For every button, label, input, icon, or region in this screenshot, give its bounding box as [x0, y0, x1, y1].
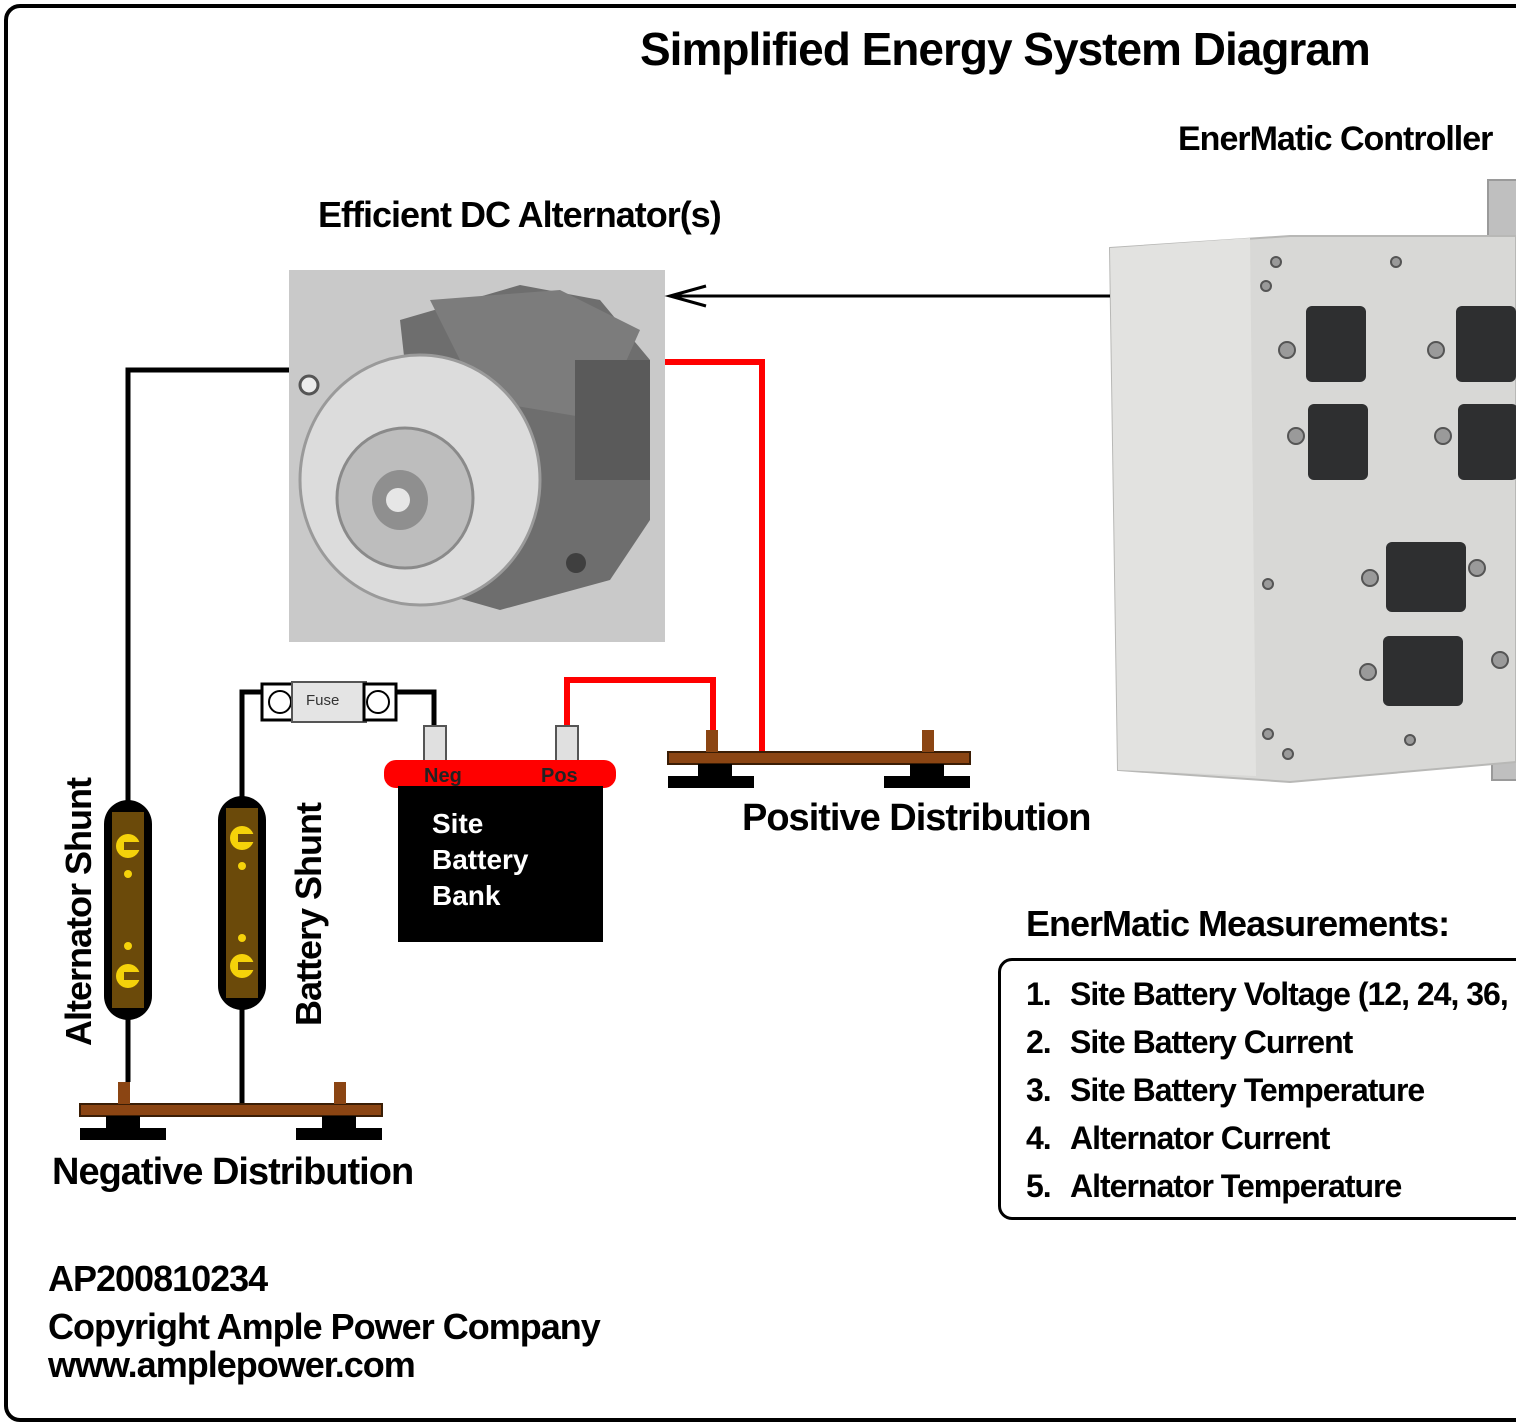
- battery-shunt-label: Battery Shunt: [288, 802, 329, 1026]
- alternator-image: [289, 270, 665, 642]
- measurement-number: 1.: [1026, 976, 1052, 1012]
- battery-pos-terminal-label: Pos: [541, 765, 578, 787]
- battery-shunt-to-fuse-wire: [239, 689, 266, 810]
- measurement-item: 3. Site Battery Temperature: [1026, 1066, 1508, 1114]
- negative-bus-bar: [79, 1082, 383, 1140]
- alternator-shunt-label: Alternator Shunt: [58, 778, 99, 1046]
- positive-distribution-label: Positive Distribution: [742, 797, 1091, 839]
- measurement-text: Alternator Current: [1070, 1120, 1330, 1156]
- measurement-item: 5. Alternator Temperature: [1026, 1162, 1508, 1210]
- measurement-number: 2.: [1026, 1024, 1052, 1060]
- measurement-text: Alternator Temperature: [1070, 1168, 1402, 1204]
- battery-bank: [384, 725, 616, 942]
- measurement-text: Site Battery Voltage (12, 24, 36,: [1070, 976, 1509, 1012]
- measurements-title: EnerMatic Measurements:: [1026, 903, 1450, 944]
- positive-bus-bar: [667, 730, 971, 788]
- battery-neg-terminal-label: Neg: [424, 765, 462, 787]
- fuse-to-battery-neg-wire: [394, 689, 437, 726]
- battery-shunt: [218, 796, 266, 1010]
- controller-image: [1108, 179, 1516, 784]
- alternator-label: Efficient DC Alternator(s): [318, 194, 722, 235]
- measurement-text: Site Battery Current: [1070, 1024, 1353, 1060]
- measurement-text: Site Battery Temperature: [1070, 1072, 1425, 1108]
- measurement-number: 5.: [1026, 1168, 1052, 1204]
- measurement-number: 3.: [1026, 1072, 1052, 1108]
- battery-label-line2: Battery: [432, 844, 529, 875]
- controller-label: EnerMatic Controller: [1178, 120, 1493, 158]
- battery-positive-wire: [564, 677, 716, 730]
- copyright-notice: Copyright Ample Power Company: [48, 1306, 601, 1347]
- control-signal-arrowhead: [664, 284, 707, 308]
- document-code: AP200810234: [48, 1258, 268, 1299]
- measurement-number: 4.: [1026, 1120, 1052, 1156]
- measurements-list: 1. Site Battery Voltage (12, 24, 36, 2. Si…: [1026, 970, 1509, 1210]
- alternator-negative-wire: [125, 367, 289, 810]
- fuse-label: Fuse: [306, 692, 340, 709]
- battery-label-line1: Site: [432, 808, 484, 839]
- battery-label-line3: Bank: [432, 880, 501, 911]
- measurement-item: 1. Site Battery Voltage (12, 24, 36,: [1026, 970, 1509, 1018]
- battery-bank-label: Site Battery Bank: [432, 806, 582, 914]
- measurement-item: 2. Site Battery Current: [1026, 1018, 1508, 1066]
- alternator-shunt: [104, 800, 152, 1020]
- measurement-item: 4. Alternator Current: [1026, 1114, 1508, 1162]
- website-url: www.amplepower.com: [48, 1344, 416, 1385]
- alternator-positive-wire: [665, 359, 765, 756]
- diagram-title: Simplified Energy System Diagram: [640, 23, 1371, 75]
- outer-frame: [4, 4, 1516, 1422]
- measurements-box: [998, 958, 1516, 1220]
- fuse: [260, 681, 398, 723]
- negative-distribution-label: Negative Distribution: [52, 1151, 414, 1193]
